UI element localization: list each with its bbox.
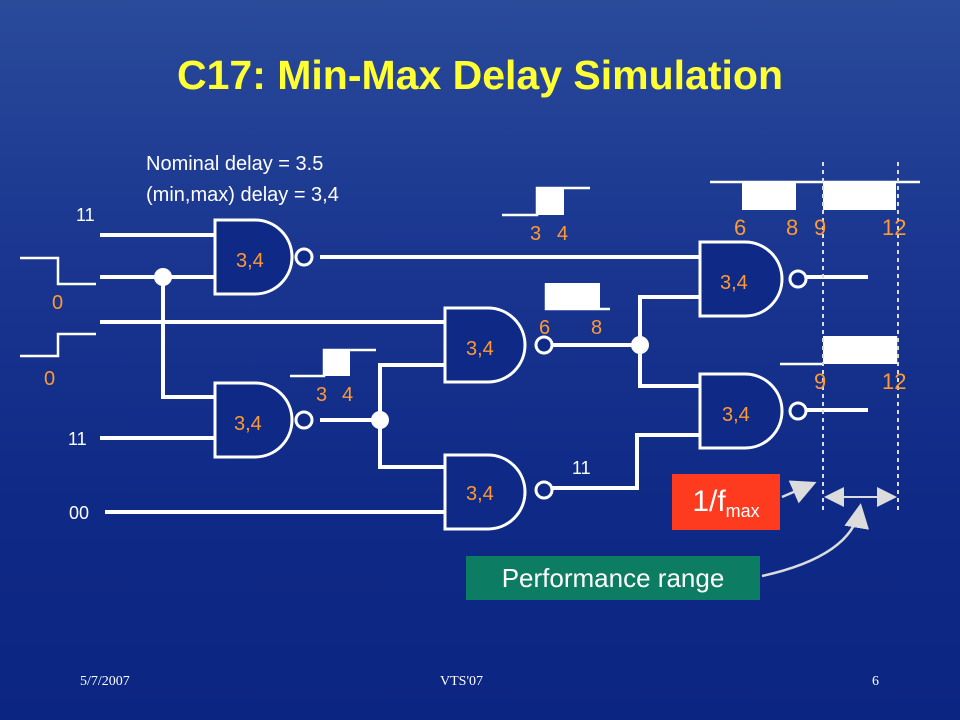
input-label: 11 (68, 429, 87, 449)
footer-date: 5/7/2007 (80, 674, 130, 689)
input-label: 0 (44, 368, 55, 390)
nand-gate-6: 3,4 (698, 372, 808, 450)
timing-label: 4 (557, 223, 568, 245)
junction-dot (371, 411, 389, 429)
timing-label: 3 (530, 223, 541, 245)
nand-gate-1: 3,4 (213, 218, 314, 296)
timing-label: 3 (316, 384, 327, 406)
net-label: 11 (572, 458, 591, 478)
timing-label: 6 (539, 317, 550, 339)
gate-delay-label: 3,4 (236, 250, 264, 272)
waveform-gate3 (544, 283, 610, 311)
footer-page-number: 6 (872, 674, 879, 689)
timing-label: 9 (814, 215, 826, 240)
fmax-callout-arrow (781, 480, 817, 504)
waveform-out2 (780, 336, 898, 366)
wires (100, 233, 868, 514)
slide-title: C17: Min-Max Delay Simulation (176, 52, 783, 98)
timing-label: 6 (734, 215, 746, 240)
performance-callout-arrow (761, 503, 870, 578)
gate-delay-label: 3,4 (234, 413, 262, 435)
fmax-badge: 1/fmax (672, 474, 780, 530)
timing-label: 12 (882, 369, 906, 394)
nand-gate-5: 3,4 (698, 240, 808, 318)
input-label: 00 (69, 503, 89, 523)
gate-delay-label: 3,4 (722, 404, 750, 426)
minmax-delay-note: (min,max) delay = 3,4 (146, 184, 339, 206)
nand-gate-4: 3,4 (443, 453, 554, 531)
junction-dot (631, 336, 649, 354)
gate-delay-label: 3,4 (466, 338, 494, 360)
performance-range-badge: Performance range (466, 556, 760, 600)
gate-delay-label: 3,4 (720, 272, 748, 294)
timing-label: 9 (814, 369, 826, 394)
junction-dot (154, 268, 172, 286)
fmax-sub-text: max (725, 501, 760, 521)
timing-label: 12 (882, 215, 906, 240)
input-label: 11 (76, 205, 95, 225)
nand-gate-2: 3,4 (213, 381, 314, 459)
timing-label: 4 (342, 384, 353, 406)
fmax-main-text: 1/f (692, 485, 726, 518)
nand-gate-3: 3,4 (443, 306, 554, 384)
nominal-delay-note: Nominal delay = 3.5 (146, 153, 323, 175)
waveform-gate1 (502, 186, 590, 217)
waveform-out1 (710, 180, 920, 210)
gate-delay-label: 3,4 (466, 483, 494, 505)
input-waveform-falling (20, 256, 96, 286)
input-waveform-rising (20, 332, 96, 358)
input-label: 0 (52, 292, 63, 314)
timing-label: 8 (786, 215, 798, 240)
waveform-gate2 (290, 348, 376, 378)
timing-label: 8 (591, 317, 602, 339)
footer-venue: VTS'07 (440, 674, 483, 689)
